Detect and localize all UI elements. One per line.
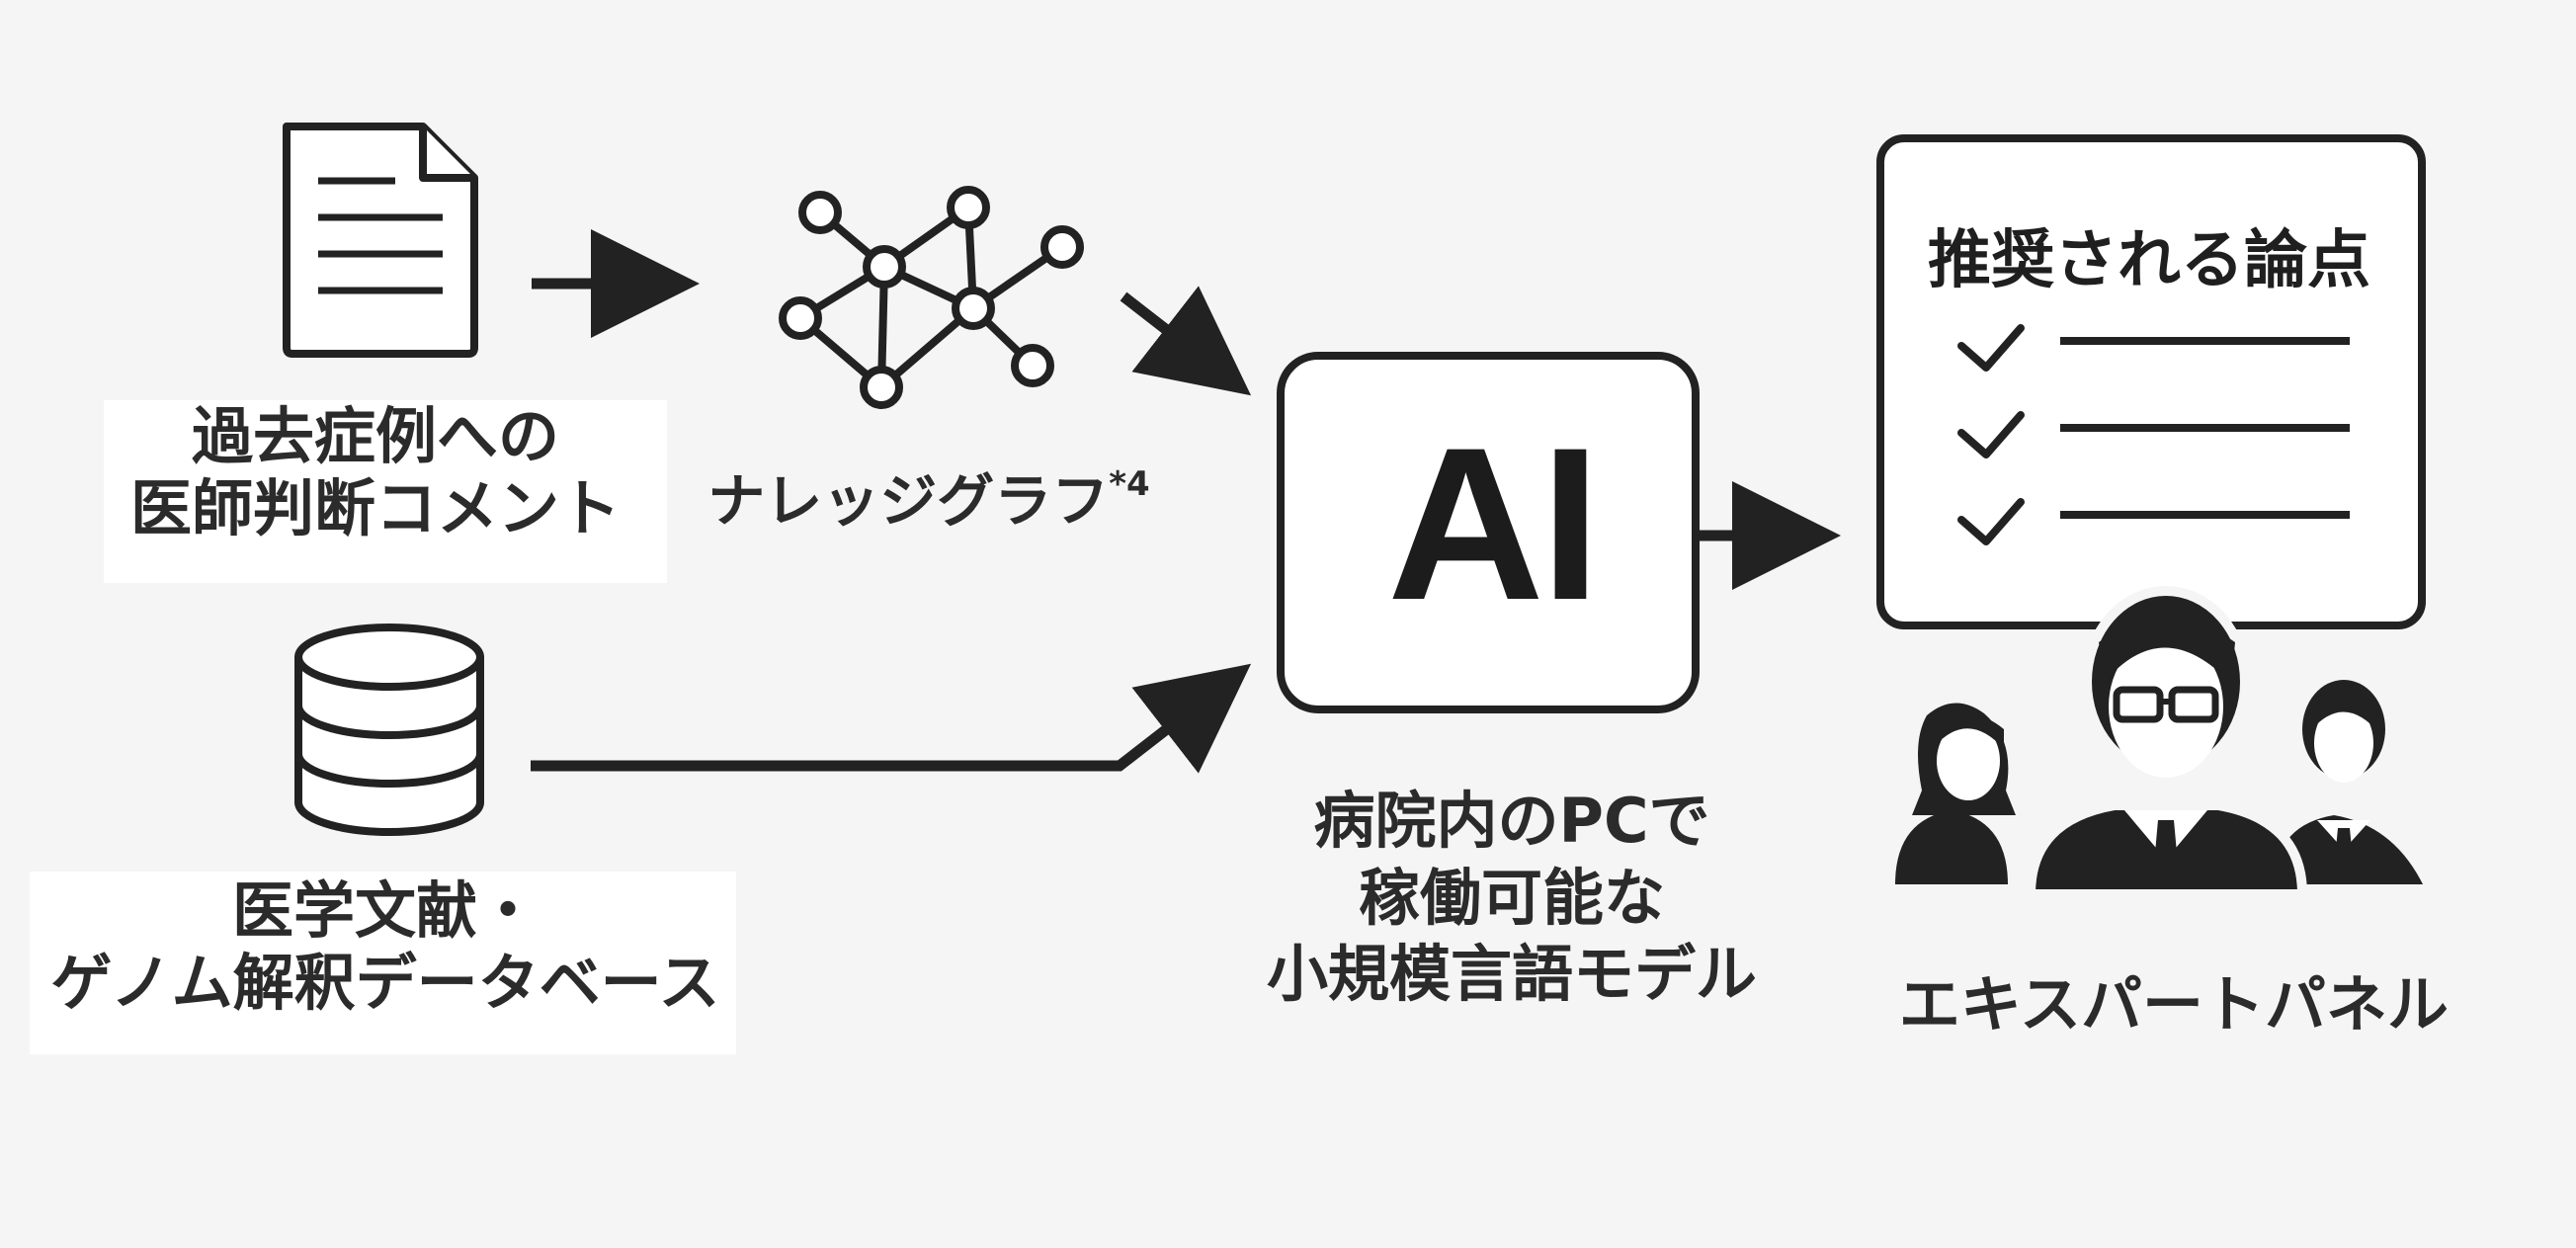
comments-label-background — [104, 400, 667, 583]
graph-to-ai-arrow — [1120, 286, 1252, 396]
ai-model-box — [1277, 352, 1700, 713]
recommended-points-card — [1876, 134, 2426, 629]
model-label-line-2: 稼働可能な — [1358, 861, 1665, 934]
database-label: 医学文献・ ゲノム解釈データベース — [30, 874, 741, 1019]
comments-label-line-1: 過去症例への — [191, 400, 559, 472]
network-graph-icon — [779, 186, 1084, 409]
checkmark-icon — [1957, 411, 2025, 458]
expert-man-right-icon — [2275, 680, 2423, 884]
database-label-line-2: ゲノム解釈データベース — [50, 947, 720, 1020]
database-label-background — [30, 872, 736, 1054]
check-item — [1957, 411, 2350, 458]
expert-woman-icon — [1895, 703, 2016, 884]
expert-man-center-icon — [2025, 586, 2308, 899]
footnote-marker: *4 — [1109, 464, 1150, 504]
database-icon — [294, 624, 484, 836]
model-label: 病院内のPCで 稼働可能な 小規模言語モデル — [1176, 783, 1848, 1013]
comments-label: 過去症例への 医師判断コメント — [69, 400, 682, 544]
database-to-ai-arrow — [531, 663, 1252, 774]
model-label-line-3: 小規模言語モデル — [1266, 938, 1757, 1010]
checkmark-icon — [1957, 324, 2025, 372]
check-item — [1957, 498, 2350, 545]
check-item — [1957, 324, 2350, 372]
document-icon — [283, 123, 478, 358]
ai-box-text: AI — [1387, 402, 1601, 645]
expert-group-icon — [1895, 586, 2423, 899]
knowledge-graph-label: ナレッジグラフ*4 — [672, 464, 1186, 535]
checkmark-icon — [1957, 498, 2025, 545]
model-label-line-1: 病院内のPCで — [1313, 785, 1710, 857]
database-label-line-1: 医学文献・ — [231, 874, 539, 947]
expert-panel-label: エキスパートパネル — [1898, 968, 2450, 1040]
comments-label-line-2: 医師判断コメント — [129, 472, 621, 545]
card-title: 推奨される論点 — [1928, 224, 2370, 297]
knowledge-graph-label-text: ナレッジグラフ — [707, 467, 1110, 535]
